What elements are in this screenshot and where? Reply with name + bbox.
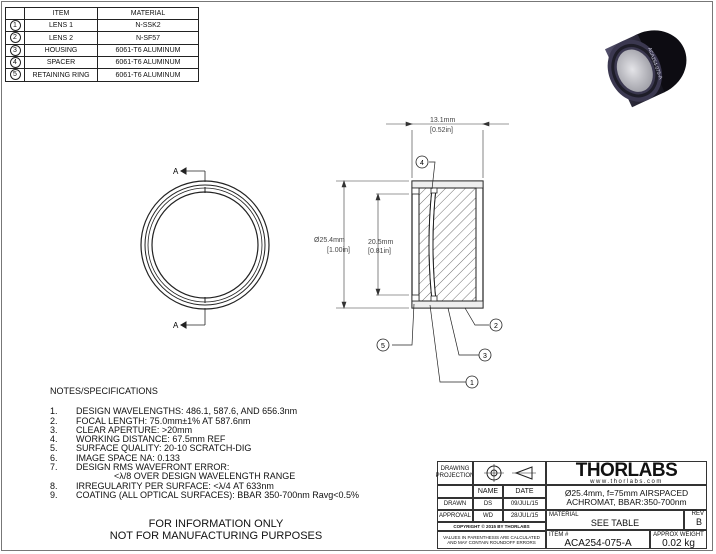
dim-length-in: [0.52in] xyxy=(430,127,453,134)
item-label: ITEM # xyxy=(549,532,569,538)
spacer-top xyxy=(430,187,438,194)
housing-wall-bottom xyxy=(411,300,484,309)
first-angle-projection-icon xyxy=(483,464,536,482)
bom-table: ITEM MATERIAL 1 LENS 1 N-SSK2 2 LENS 2 N… xyxy=(5,7,199,82)
note-item: 8.IRREGULARITY PER SURFACE: <λ/4 AT 633n… xyxy=(50,480,274,491)
dimensions xyxy=(336,121,509,309)
disclaimer-line-2: NOT FOR MANUFACTURING PURPOSES xyxy=(109,530,323,542)
note-item: 5.SURFACE QUALITY: 20-10 SCRATCH-DIG xyxy=(50,443,252,454)
thorlabs-logo: THORLABS xyxy=(575,460,678,481)
material-cell: MATERIAL SEE TABLE xyxy=(546,510,684,530)
title-block: DRAWING PROJECTION THORLABS www.thorlabs… xyxy=(436,461,707,549)
bom-balloon: 3 xyxy=(9,44,21,56)
disclaimer: FOR INFORMATION ONLY NOT FOR MANUFACTURI… xyxy=(100,518,332,542)
values-note: VALUES IN PARENTHESIS ARE CALCULATED AND… xyxy=(437,531,546,549)
logo-cell: THORLABS www.thorlabs.com xyxy=(546,461,707,485)
balloon-5: 5 xyxy=(381,343,385,350)
front-view xyxy=(140,180,270,310)
note-item: 3.CLEAR APERTURE: >20mm xyxy=(50,424,193,435)
leaders xyxy=(392,161,489,383)
weight-value: 0.02 kg xyxy=(662,538,695,549)
balloon-1: 1 xyxy=(470,380,474,387)
note-item: 6.IMAGE SPACE NA: 0.133 xyxy=(50,452,180,463)
arrow-icon xyxy=(180,321,187,329)
notes-section: NOTES/SPECIFICATIONS 1.DESIGN WAVELENGTH… xyxy=(50,386,360,500)
rev-cell: REV B xyxy=(684,510,707,530)
approval-date: 28/JUL/15 xyxy=(503,510,546,522)
bom-material: 6061-T6 ALUMINUM xyxy=(97,68,199,82)
copyright: COPYRIGHT © 2015 BY THORLABS xyxy=(437,522,546,531)
material-label: MATERIAL xyxy=(549,512,579,518)
drawn-date: 09/JUL/15 xyxy=(503,498,546,510)
date-header: DATE xyxy=(503,485,546,498)
balloon-3: 3 xyxy=(483,353,487,360)
bom-material: N-SF57 xyxy=(97,31,199,45)
product-photo: ACA254-075-A xyxy=(604,30,687,108)
section-label-bottom: A xyxy=(173,321,179,330)
section-label-top: A xyxy=(173,167,179,176)
lens-glass xyxy=(616,49,653,92)
dim-outer-diameter: Ø25.4mm xyxy=(314,237,345,244)
bom-row: 2 LENS 2 N-SF57 xyxy=(5,31,199,45)
item-cell: ITEM # ACA254-075-A xyxy=(546,530,650,549)
housing-wall-top xyxy=(411,180,484,189)
weight-label: APPROX WEIGHT xyxy=(653,532,704,538)
bom-balloon: 4 xyxy=(9,57,21,69)
drawn-name: DS xyxy=(473,498,503,510)
section-view xyxy=(411,180,484,309)
arrow-icon xyxy=(180,167,187,175)
retaining-ring-top xyxy=(411,187,420,195)
bom-row: 3 HOUSING 6061-T6 ALUMINUM xyxy=(5,43,199,58)
bom-row: 1 LENS 1 N-SSK2 xyxy=(5,18,199,33)
name-header: NAME xyxy=(473,485,503,498)
bom-material: 6061-T6 ALUMINUM xyxy=(97,43,199,58)
bom-row: 5 RETAINING RING 6061-T6 ALUMINUM xyxy=(5,68,199,82)
notes-title: NOTES/SPECIFICATIONS xyxy=(50,386,158,396)
note-item: 4.WORKING DISTANCE: 67.5mm REF xyxy=(50,434,226,445)
lens-2-section xyxy=(432,187,477,302)
blank-cell xyxy=(437,485,473,498)
projection-symbol xyxy=(473,461,546,485)
note-item-sub: <λ/8 OVER DESIGN WAVELENGTH RANGE xyxy=(114,471,296,482)
balloon-4: 4 xyxy=(420,160,424,167)
thorlabs-url: www.thorlabs.com xyxy=(590,479,663,485)
bom-balloon: 5 xyxy=(9,69,21,81)
bom-balloon: 2 xyxy=(9,32,21,44)
bom-balloon: 1 xyxy=(9,20,21,31)
note-item: 1.DESIGN WAVELENGTHS: 486.1, 587.6, AND … xyxy=(50,406,298,417)
rev-label: REV xyxy=(691,511,704,517)
dim-outer-diameter-in: [1.00in] xyxy=(327,247,350,254)
spacer-bottom xyxy=(430,295,438,302)
approval-label: APPROVAL xyxy=(437,510,473,522)
material-value: SEE TABLE xyxy=(590,518,640,528)
note-item: 7.DESIGN RMS WAVEFRONT ERROR: xyxy=(50,462,230,473)
dim-length: 13.1mm xyxy=(430,117,455,124)
item-number: ACA254-075-A xyxy=(564,538,632,549)
dim-aperture-in: [0.81in] xyxy=(368,248,391,255)
drawing-projection-label: DRAWING PROJECTION xyxy=(436,461,474,485)
disclaimer-line-1: FOR INFORMATION ONLY xyxy=(148,518,284,530)
drawn-label: DRAWN xyxy=(437,498,473,510)
section-line xyxy=(180,167,206,329)
balloons: 4 5 2 3 1 xyxy=(376,155,503,389)
balloon-2: 2 xyxy=(494,323,498,330)
retaining-ring xyxy=(611,44,659,98)
part-description: Ø25.4mm, f=75mm AIRSPACED ACHROMAT, BBAR… xyxy=(546,485,707,510)
rev-value: B xyxy=(695,517,702,527)
dim-aperture: 20.5mm xyxy=(368,239,393,246)
note-item: 2.FOCAL LENGTH: 75.0mm±1% AT 587.6nm xyxy=(50,415,251,426)
note-item: 9.COATING (ALL OPTICAL SURFACES): BBAR 3… xyxy=(50,489,360,500)
weight-cell: APPROX WEIGHT 0.02 kg xyxy=(650,530,707,549)
lens-1-section xyxy=(418,187,433,302)
retaining-ring-bottom xyxy=(411,294,420,302)
approval-name: WD xyxy=(473,510,503,522)
